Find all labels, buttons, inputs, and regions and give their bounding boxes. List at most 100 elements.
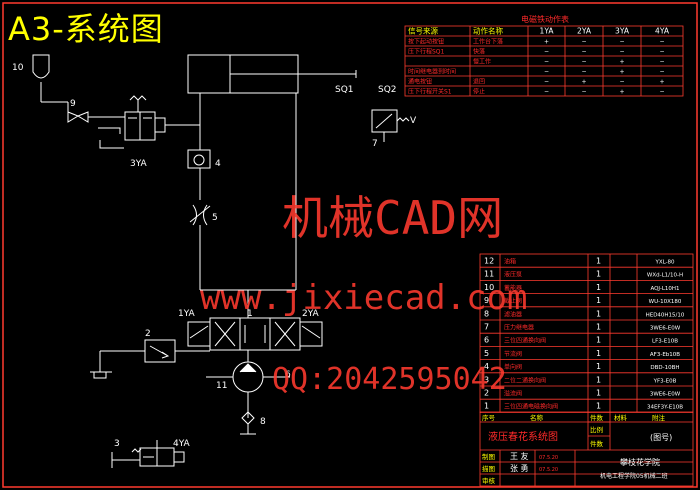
parts-cell: 蓄能器 <box>504 284 522 292</box>
action-cell: 慢工作 <box>473 58 491 66</box>
action-cell: − <box>659 89 664 96</box>
parts-cell: 12 <box>484 257 494 266</box>
watermark-line-3: QQ:2042595042 <box>272 362 507 397</box>
label-1: 1 <box>247 309 253 319</box>
action-cell: − <box>659 69 664 76</box>
designer-role: 制图 <box>482 452 495 461</box>
label-6: 6 <box>285 370 291 380</box>
reviewer-role: 审核 <box>482 476 496 485</box>
action-cell: − <box>544 49 549 56</box>
label-11: 11 <box>216 381 227 391</box>
drawing-title-a3: A3-系统图 <box>8 10 164 48</box>
action-cell: 工作台下落 <box>473 38 503 46</box>
school-name: 攀枝花学院 <box>620 457 660 467</box>
parts-cell: 11 <box>484 270 494 279</box>
parts-cell: 三位四通换向阀 <box>504 337 546 345</box>
shutoff-valve-symbol <box>67 111 89 123</box>
parts-cell: 节流阀 <box>504 350 522 358</box>
label-10: 10 <box>12 63 24 73</box>
action-cell: − <box>544 59 549 66</box>
parts-cell: 三位四通电磁换向阀 <box>504 403 558 411</box>
action-header-cell: 信号来源 <box>408 26 438 36</box>
parts-cell: 4 <box>484 362 489 371</box>
action-cell: − <box>581 49 586 56</box>
action-cell: − <box>544 79 549 86</box>
parts-cell: 8 <box>484 309 489 318</box>
action-header-cell: 1YA <box>540 27 555 36</box>
action-cell: − <box>581 39 586 46</box>
action-cell: − <box>659 59 664 66</box>
parts-cell: YXL-80 <box>654 260 675 266</box>
parts-cell: 1 <box>596 375 601 384</box>
action-cell: 压下行程开关S1 <box>408 88 452 96</box>
parts-cell: 油箱 <box>504 258 516 266</box>
parts-cell: 压力继电器 <box>504 324 534 332</box>
filter-8 <box>241 411 255 425</box>
action-header-cell: 动作名称 <box>473 26 503 36</box>
parts-cell: LF3-E10B <box>652 339 678 345</box>
checker-name: 张 勇 <box>510 464 529 473</box>
label-2ya: 2YA <box>302 309 320 319</box>
action-cell: 停止 <box>473 88 485 96</box>
action-cell: + <box>619 89 624 96</box>
action-cell: 快落 <box>473 48 485 56</box>
action-header-cell: 4YA <box>655 27 670 36</box>
directional-valve-1 <box>209 317 301 351</box>
footer-name: 名称 <box>530 413 544 422</box>
count-label: 件数 <box>590 439 604 448</box>
parts-cell: 1 <box>596 349 601 358</box>
action-cell: − <box>619 49 624 56</box>
parts-cell: 34EF3Y-E10B <box>647 405 683 411</box>
action-cell: − <box>659 39 664 46</box>
action-cell: 压下行程SQ1 <box>408 48 445 56</box>
circuit-lines <box>32 54 410 468</box>
footer-no: 序号 <box>482 413 496 422</box>
parts-cell: 液压泵 <box>504 271 522 279</box>
action-cell: − <box>619 39 624 46</box>
parts-cell: 1 <box>596 362 601 371</box>
action-cell: + <box>619 69 624 76</box>
label-2: 2 <box>145 329 151 339</box>
action-cell: − <box>544 69 549 76</box>
parts-cell: HED40H15/10 <box>646 312 685 318</box>
parts-cell: 1 <box>596 270 601 279</box>
parts-cell: 5 <box>484 349 489 358</box>
action-cell: + <box>544 39 549 46</box>
action-cell: − <box>581 69 586 76</box>
parts-cell: WXd-L1/10-H <box>647 273 683 279</box>
parts-cell: 二位二通换向阀 <box>504 376 546 384</box>
parts-cell: 1 <box>484 402 489 411</box>
action-cell: 按下起动按钮 <box>408 38 444 46</box>
parts-cell: 1 <box>596 402 601 411</box>
label-v: V <box>410 116 417 126</box>
parts-cell: 10 <box>484 283 494 292</box>
action-table-title: 电磁铁动作表 <box>521 14 569 24</box>
parts-cell: 1 <box>596 283 601 292</box>
watermark-line-1: 机械CAD网 <box>282 191 504 245</box>
parts-cell: 溢流阀 <box>504 390 522 398</box>
checker-date: 07.5.20 <box>539 467 558 473</box>
parts-cell: AQJ-L10H1 <box>650 286 679 292</box>
designer-date: 07.5.20 <box>539 455 558 461</box>
parts-cell: YF3-E0B <box>653 378 677 384</box>
check-valve-4 <box>187 149 211 169</box>
action-cell: + <box>581 79 586 86</box>
action-cell: − <box>544 89 549 96</box>
parts-cell: 1 <box>596 336 601 345</box>
label-sq1: SQ1 <box>335 85 354 95</box>
label-1ya: 1YA <box>178 309 196 319</box>
parts-cell: 1 <box>596 296 601 305</box>
parts-cell: 滤油器 <box>504 310 522 318</box>
label-3: 3 <box>114 439 120 449</box>
drawing-number: (图号) <box>650 433 672 442</box>
parts-cell: DBD-10BH <box>650 365 679 371</box>
action-cell: − <box>659 49 664 56</box>
title-block: 序号 名称 件数 材料 附注 液压春花系统图 比例 件数 (图号) 制图 王 友… <box>479 411 694 487</box>
action-cell: 时间继电器到时间 <box>408 68 456 76</box>
parts-cell: 1 <box>596 389 601 398</box>
parts-cell: 截止阀 <box>504 297 522 305</box>
